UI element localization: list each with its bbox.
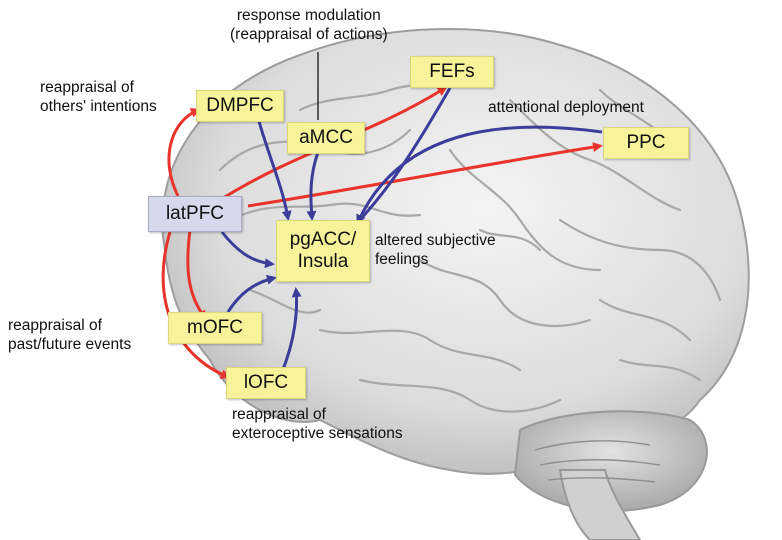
node-fefs: FEFs: [410, 56, 494, 88]
label-exteroceptive-sensations: reappraisal of exteroceptive sensations: [232, 405, 403, 443]
label-subjective-feelings: altered subjective feelings: [375, 231, 496, 269]
node-dmpfc: DMPFC: [196, 90, 284, 122]
node-pgacc-insula: pgACC/ Insula: [276, 220, 370, 282]
node-lofc: lOFC: [226, 367, 306, 399]
label-response-modulation: response modulation (reappraisal of acti…: [230, 6, 388, 44]
label-attentional-deployment: attentional deployment: [488, 98, 644, 117]
node-latpfc: latPFC: [148, 196, 242, 232]
node-amcc: aMCC: [287, 122, 365, 154]
node-ppc: PPC: [603, 127, 689, 159]
node-mofc: mOFC: [168, 312, 262, 344]
label-past-future-events: reappraisal of past/future events: [8, 316, 131, 354]
label-others-intentions: reappraisal of others' intentions: [40, 78, 157, 116]
